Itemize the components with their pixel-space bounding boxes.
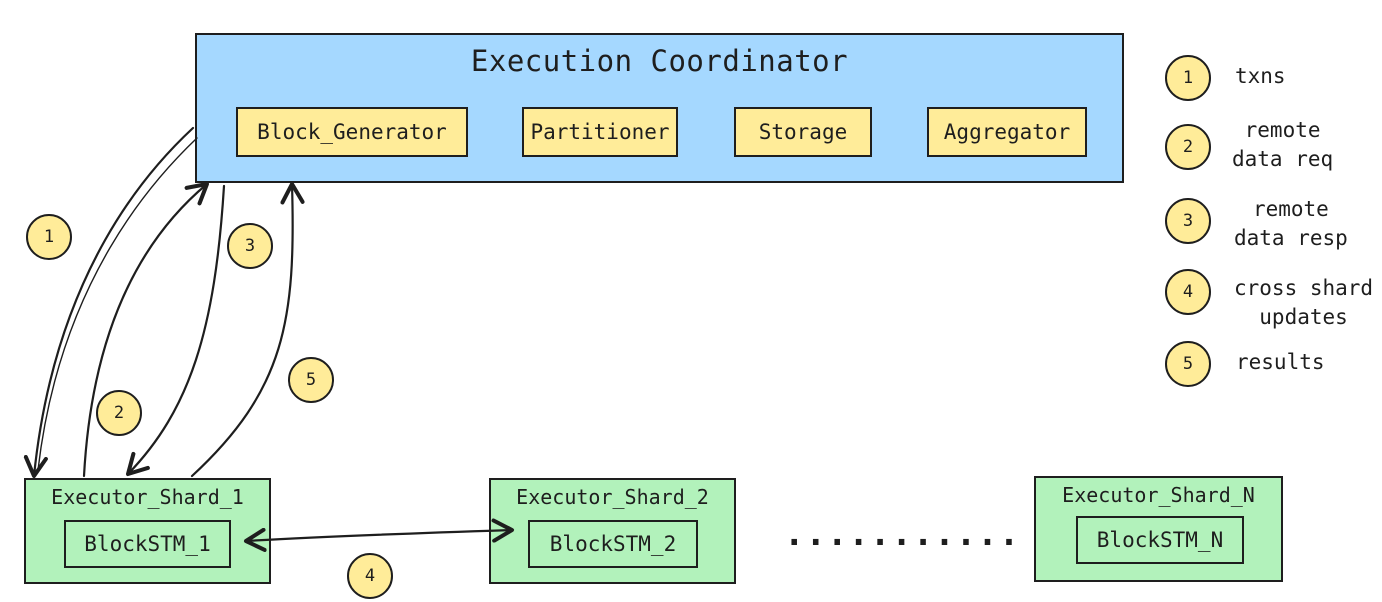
legend-badge: 1 <box>1165 55 1211 101</box>
legend-label-remote-data-req: remote data req <box>1232 118 1334 171</box>
arrow-results <box>190 181 305 478</box>
arrow-remote-data-resp <box>125 184 226 477</box>
arrow-txns <box>23 126 195 479</box>
legend-label-remote-data-resp: remote data resp <box>1234 197 1348 250</box>
module-block-generator: Block_Generator <box>236 107 468 157</box>
badge-cross-shard-updates: 4 <box>347 553 393 599</box>
badge-remote-data-req: 2 <box>96 390 142 436</box>
executor-shard-2: Executor_Shard_2 BlockSTM_2 <box>489 478 736 584</box>
legend-label-cross-shard-updates: cross shard updates <box>1234 276 1374 329</box>
legend-badge: 2 <box>1165 124 1211 170</box>
legend-label-results: results <box>1236 350 1325 374</box>
legend-badge: 4 <box>1165 269 1211 315</box>
badge-results: 5 <box>288 357 334 403</box>
coordinator-title: Execution Coordinator <box>470 44 849 78</box>
arrow-cross-shard <box>243 518 515 553</box>
arrow-remote-data-req <box>82 181 210 478</box>
shard-title: Executor_Shard_2 <box>516 485 709 509</box>
badge-txns: 1 <box>26 214 72 260</box>
shard-title: Executor_Shard_1 <box>51 485 244 509</box>
blockstm-1: BlockSTM_1 <box>64 520 231 568</box>
legend-label-txns: txns <box>1235 64 1286 88</box>
module-partitioner: Partitioner <box>522 107 678 157</box>
executor-shard-n: Executor_Shard_N BlockSTM_N <box>1034 476 1283 582</box>
legend-badge: 5 <box>1165 341 1211 387</box>
module-aggregator: Aggregator <box>927 107 1087 157</box>
executor-shard-1: Executor_Shard_1 BlockSTM_1 <box>24 478 271 584</box>
badge-remote-data-resp: 3 <box>227 223 273 269</box>
blockstm-2: BlockSTM_2 <box>528 520 698 568</box>
shard-title: Executor_Shard_N <box>1062 483 1255 507</box>
shard-ellipsis: ........... <box>784 514 1021 554</box>
execution-coordinator: Execution Coordinator Block_Generator Pa… <box>195 33 1124 183</box>
module-storage: Storage <box>734 107 872 157</box>
blockstm-n: BlockSTM_N <box>1076 516 1244 564</box>
legend-badge: 3 <box>1165 198 1211 244</box>
